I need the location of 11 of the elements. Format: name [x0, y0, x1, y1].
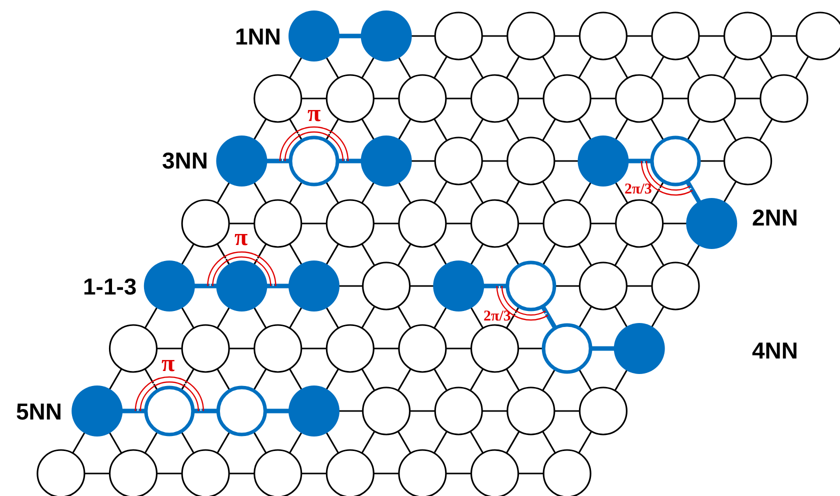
angle-label: 2π/3: [484, 310, 511, 324]
neighbor-label: 2NN: [752, 206, 798, 230]
angle-label: π: [162, 352, 175, 376]
neighbor-label: 3NN: [162, 150, 208, 172]
neighbor-label: 1NN: [235, 26, 282, 48]
angle-label: 2π/3: [624, 182, 652, 198]
angle-label: π: [234, 226, 248, 250]
neighbor-label: 1-1-3: [83, 276, 137, 298]
angle-label: π: [308, 102, 321, 126]
neighbor-label: 4NN: [752, 340, 798, 362]
neighbor-label: 5NN: [16, 400, 62, 424]
